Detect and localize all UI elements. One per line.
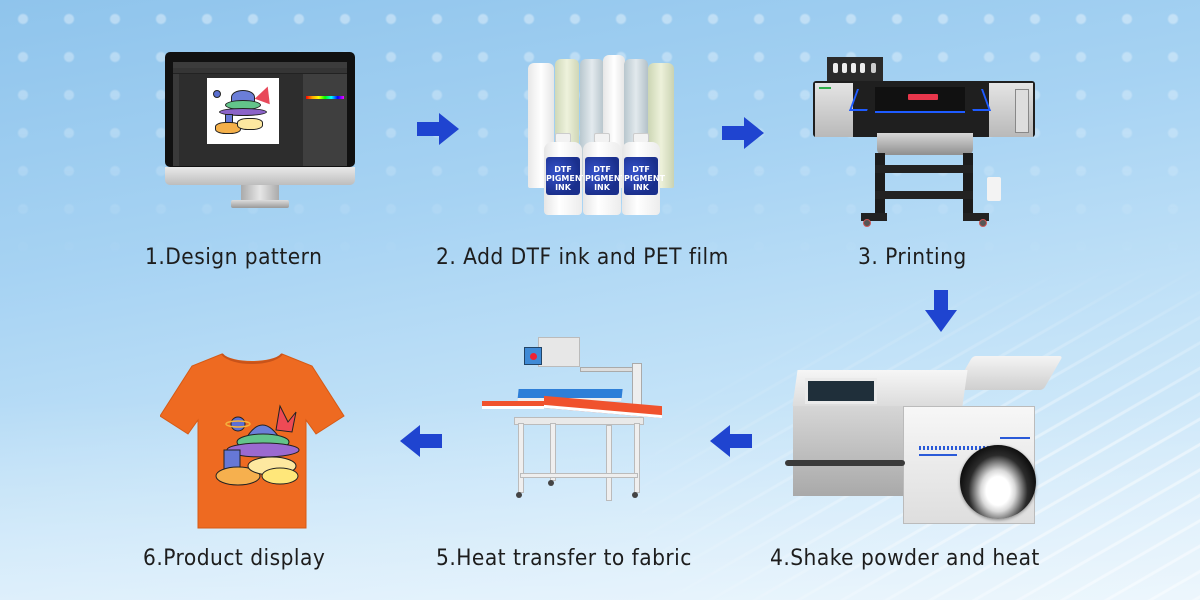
arrow-down-icon bbox=[925, 290, 957, 332]
step-4-label: 4.Shake powder and heat bbox=[770, 546, 1040, 571]
arrow-left-icon bbox=[710, 425, 752, 457]
step-6-label: 6.Product display bbox=[143, 546, 326, 571]
ink-bottle-icon: DTF PIGMENT INK bbox=[544, 133, 587, 215]
dtf-printer-icon bbox=[813, 57, 1035, 227]
heat-press-icon bbox=[480, 335, 662, 505]
design-software-screen bbox=[173, 62, 347, 166]
ufo-print-icon bbox=[215, 404, 300, 486]
ink-bottle-icon: DTF PIGMENT INK bbox=[622, 133, 665, 215]
design-canvas bbox=[207, 78, 279, 144]
arrow-right-icon bbox=[417, 113, 459, 145]
step-1-label: 1.Design pattern bbox=[145, 245, 323, 270]
powder-pile-icon bbox=[960, 445, 1036, 519]
brand-logo bbox=[908, 94, 938, 100]
ufo-artwork-icon bbox=[211, 82, 276, 140]
arrow-right-icon bbox=[722, 117, 764, 149]
tshirt-icon bbox=[160, 353, 345, 529]
powder-shaker-icon bbox=[785, 350, 1063, 530]
step-5-label: 5.Heat transfer to fabric bbox=[436, 546, 692, 571]
step-2-label: 2. Add DTF ink and PET film bbox=[436, 245, 729, 270]
arrow-left-icon bbox=[400, 425, 442, 457]
pet-film-rolls-icon: DTF PIGMENT INK DTF PIGMENT INK DTF PIGM… bbox=[528, 55, 676, 215]
monitor-icon bbox=[165, 52, 355, 210]
step-3-label: 3. Printing bbox=[858, 245, 967, 270]
ink-bottle-icon: DTF PIGMENT INK bbox=[583, 133, 626, 215]
